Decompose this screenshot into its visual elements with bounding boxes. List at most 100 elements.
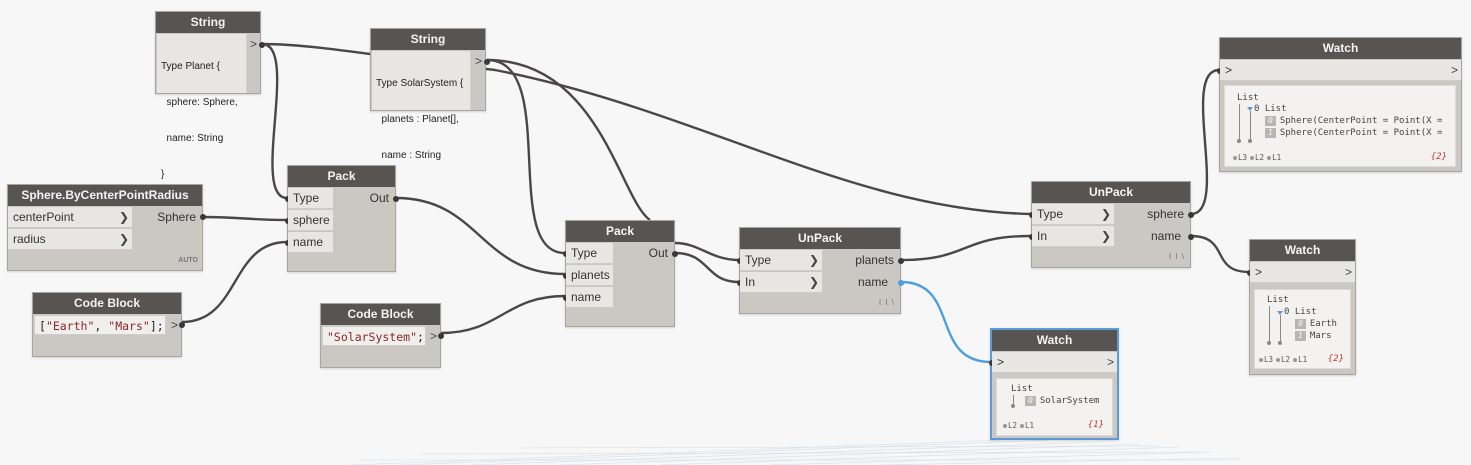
port-label: radius <box>13 232 46 246</box>
node-title: String <box>371 29 485 50</box>
wire-string-solar-to-pack2-type <box>486 58 566 255</box>
output-port-out[interactable]: Out <box>642 243 674 264</box>
string-line: planets : Planet[], <box>376 114 459 125</box>
lacing-indicator[interactable]: I I \ <box>878 298 895 307</box>
input-port-type[interactable]: Type ❯ <box>1032 204 1114 225</box>
level-label[interactable]: L1 <box>1267 153 1281 162</box>
unpack-node-2[interactable]: UnPack Type ❯ In ❯ sphere name I I \ <box>1029 181 1194 268</box>
input-port-in[interactable]: In ❯ <box>1032 226 1114 247</box>
sphere-by-centerpoint-radius-node[interactable]: Sphere.ByCenterPointRadius centerPoint ❯… <box>7 184 206 271</box>
wire-unpack2-sphere-to-watch-spheres <box>1190 68 1220 216</box>
output-chevron-icon[interactable]: > <box>429 329 437 343</box>
string-input[interactable]: Type SolarSystem { planets : Planet[], n… <box>372 51 471 197</box>
output-chevron-icon[interactable]: > <box>170 318 178 332</box>
unpack-node-1[interactable]: UnPack Type ❯ In ❯ planets name I I \ <box>737 227 904 314</box>
output-chevron-icon[interactable]: > <box>474 54 482 68</box>
level-label[interactable]: L1 <box>1020 421 1034 430</box>
input-port[interactable]: > > <box>1220 60 1461 81</box>
port-label: planets <box>571 268 610 282</box>
input-port-in[interactable]: In ❯ <box>740 272 822 293</box>
output-port-dot[interactable] <box>484 59 490 65</box>
level-label[interactable]: L3 <box>1233 153 1247 162</box>
wire-string-planet-to-pack1-type <box>261 42 288 200</box>
pack-node-1[interactable]: Pack Type sphere name Out <box>285 165 399 272</box>
output-port-dot[interactable] <box>898 258 904 264</box>
output-chevron-icon[interactable]: > <box>249 37 257 51</box>
pack-node-2[interactable]: Pack Type planets name Out <box>563 220 678 327</box>
output-chevron-icon[interactable]: > <box>1106 355 1114 369</box>
input-port[interactable]: > > <box>1250 262 1355 283</box>
level-label[interactable]: L2 <box>1250 153 1264 162</box>
item-value: Mars <box>1309 331 1332 341</box>
input-port-sphere[interactable]: sphere <box>288 210 333 231</box>
output-port-name[interactable]: name <box>840 272 900 293</box>
code-block-node-2[interactable]: Code Block "SolarSystem"; > <box>320 303 444 368</box>
chevron-right-icon: ❯ <box>1100 229 1111 243</box>
string-planet-node[interactable]: String Type Planet { sphere: Sphere, nam… <box>155 11 265 180</box>
output-chevron-icon[interactable]: > <box>1450 63 1458 77</box>
code-block-node-1[interactable]: Code Block ["Earth", "Mars"]; > <box>32 292 185 357</box>
output-port-dot[interactable] <box>672 251 678 257</box>
item-value: SolarSystem <box>1039 396 1100 406</box>
lacing-indicator[interactable]: I I \ <box>1168 252 1185 261</box>
input-chevron-icon: > <box>1225 63 1233 77</box>
input-port-planets[interactable]: planets <box>566 265 613 286</box>
code-editor[interactable]: "SolarSystem"; <box>322 326 426 346</box>
input-port[interactable]: > > <box>992 352 1117 373</box>
string-line: sphere: Sphere, <box>161 97 238 108</box>
output-port-dot[interactable] <box>438 333 444 339</box>
expand-arrow-icon[interactable] <box>1247 107 1253 111</box>
output-port-sphere[interactable]: sphere <box>1132 204 1190 225</box>
output-port-dot[interactable] <box>1188 212 1194 218</box>
input-port-type[interactable]: Type ❯ <box>740 250 822 271</box>
node-title: Watch <box>1220 38 1461 59</box>
expand-arrow-icon[interactable] <box>1277 311 1283 315</box>
input-port-type[interactable]: Type <box>288 188 333 209</box>
level-label[interactable]: L2 <box>1003 421 1017 430</box>
input-port-radius[interactable]: radius ❯ <box>8 229 132 250</box>
node-title: Watch <box>1250 240 1355 261</box>
item-index: 0 <box>1265 116 1276 126</box>
string-input[interactable]: Type Planet { sphere: Sphere, name: Stri… <box>157 34 247 180</box>
string-solarsystem-node[interactable]: String Type SolarSystem { planets : Plan… <box>370 28 490 197</box>
port-label: In <box>1037 229 1048 243</box>
input-port-centerpoint[interactable]: centerPoint ❯ <box>8 207 132 228</box>
input-port-name[interactable]: name <box>288 232 333 253</box>
output-chevron-icon[interactable]: > <box>1344 265 1352 279</box>
port-label: planets <box>855 253 894 267</box>
wire-pack2-to-unpack1-in <box>674 251 740 284</box>
code-editor[interactable]: ["Earth", "Mars"]; <box>34 315 166 335</box>
level-label[interactable]: L3 <box>1259 355 1273 364</box>
string-line: } <box>161 169 165 180</box>
level-label[interactable]: L1 <box>1293 355 1307 364</box>
output-port-dot[interactable] <box>393 196 399 202</box>
output-port-dot[interactable] <box>179 322 185 328</box>
tree-node-dot <box>1267 341 1271 345</box>
input-port-type[interactable]: Type <box>566 243 613 264</box>
input-port-name[interactable]: name <box>566 287 613 308</box>
chevron-right-icon: ❯ <box>808 253 819 267</box>
port-label: centerPoint <box>13 210 74 224</box>
output-port-dot[interactable] <box>898 280 904 286</box>
output-port-dot[interactable] <box>1188 234 1194 240</box>
output-port-dot[interactable] <box>259 42 265 48</box>
output-port-sphere[interactable]: Sphere <box>132 207 202 228</box>
output-port-dot[interactable] <box>200 214 206 220</box>
level-label[interactable]: L2 <box>1276 355 1290 364</box>
output-port-out[interactable]: Out <box>363 188 395 209</box>
code-string: "Mars" <box>108 319 150 333</box>
output-port-planets[interactable]: planets <box>840 250 900 271</box>
code-token: ]; <box>149 319 164 333</box>
output-port-name[interactable]: name <box>1132 226 1190 247</box>
